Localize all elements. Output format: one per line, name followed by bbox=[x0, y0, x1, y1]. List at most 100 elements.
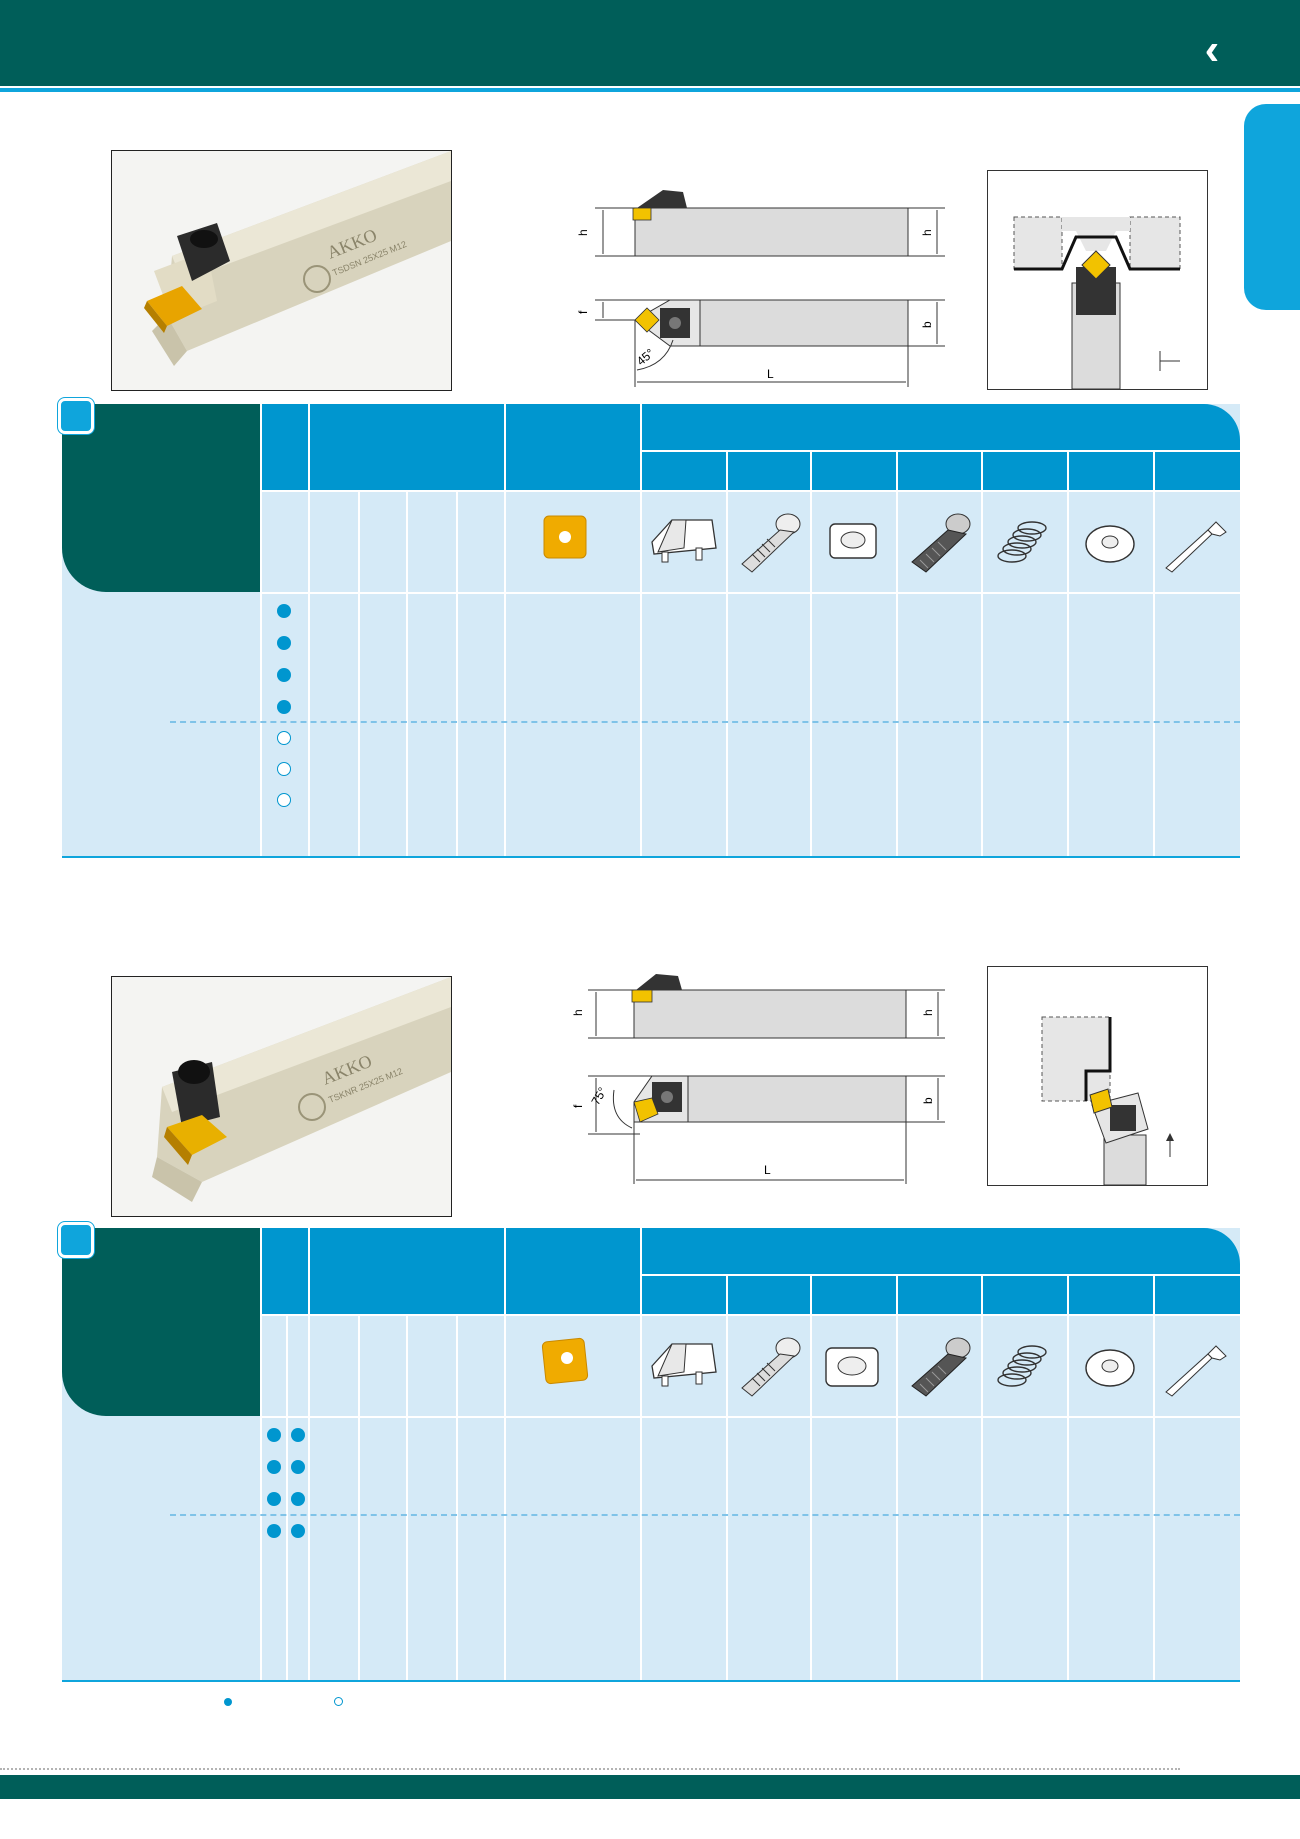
dim-f-1: f bbox=[576, 310, 590, 314]
table-2-divider bbox=[981, 1274, 983, 1680]
chevron-left-icon[interactable]: ‹ bbox=[1204, 25, 1220, 74]
table-1-divider bbox=[504, 404, 506, 856]
table-1-row-line bbox=[260, 490, 1240, 492]
availability-dot-filled bbox=[267, 1428, 281, 1442]
availability-dot-filled bbox=[277, 700, 291, 714]
availability-dot-filled bbox=[291, 1460, 305, 1474]
table-1-divider bbox=[726, 450, 728, 856]
table-1-divider bbox=[896, 450, 898, 856]
table-2-title-cell bbox=[62, 1228, 260, 1416]
table-1-divider bbox=[358, 490, 360, 856]
footer-bar bbox=[0, 1775, 1300, 1799]
technical-drawing-1: h h f b L 45° bbox=[575, 180, 950, 395]
availability-dot-open bbox=[277, 731, 291, 745]
availability-dot-filled bbox=[267, 1492, 281, 1506]
legend-dot-open bbox=[334, 1697, 343, 1706]
table-1-body-band bbox=[260, 490, 1240, 856]
availability-dot-open bbox=[277, 793, 291, 807]
table-2-header-band bbox=[260, 1228, 1240, 1314]
table-2-row-line bbox=[260, 1314, 1240, 1316]
availability-dot-filled bbox=[267, 1524, 281, 1538]
shim-screw-icon bbox=[904, 510, 976, 576]
parts-table-1-header-layer bbox=[62, 404, 1240, 856]
availability-dot-filled bbox=[277, 668, 291, 682]
table-2-divider bbox=[896, 1274, 898, 1680]
table-1-divider bbox=[260, 404, 262, 856]
shim-icon bbox=[822, 1342, 884, 1392]
shim-icon bbox=[826, 518, 882, 564]
spring-icon bbox=[992, 1336, 1058, 1398]
table-2-body-band bbox=[260, 1314, 1240, 1680]
hex-key-icon bbox=[1160, 514, 1230, 578]
shim-screw-icon bbox=[904, 1334, 976, 1400]
table-2-divider bbox=[260, 1228, 262, 1680]
table-2-divider bbox=[726, 1274, 728, 1680]
section-side-tab[interactable] bbox=[1244, 104, 1300, 310]
dim-h-left-2: h bbox=[571, 1009, 585, 1016]
technical-drawing-2: h h f b L 75° bbox=[560, 968, 950, 1190]
dim-b-1: b bbox=[920, 321, 934, 328]
angle-label-2: 75° bbox=[588, 1085, 609, 1108]
application-view-1 bbox=[987, 170, 1208, 390]
availability-dot-filled bbox=[277, 604, 291, 618]
top-header-bar bbox=[0, 0, 1300, 86]
table-1-divider bbox=[640, 404, 642, 856]
table-2-divider bbox=[406, 1314, 408, 1680]
tool-holder-illustration-2: AKKO TSKNR 25X25 M12 bbox=[152, 977, 451, 1202]
table-2-divider bbox=[1067, 1274, 1069, 1680]
table-1-divider bbox=[981, 450, 983, 856]
footer-dotted-rule bbox=[0, 1768, 1180, 1770]
table-2-divider bbox=[640, 1228, 642, 1680]
clamp-icon bbox=[646, 1336, 722, 1396]
availability-dot-filled bbox=[277, 636, 291, 650]
clamp-screw-icon bbox=[732, 510, 806, 576]
table-2-group-separator bbox=[170, 1514, 1240, 1516]
washer-icon bbox=[1082, 520, 1142, 568]
table-2-divider bbox=[286, 1314, 288, 1680]
availability-dot-filled bbox=[291, 1428, 305, 1442]
insert-icon bbox=[540, 1336, 590, 1386]
table-1-divider bbox=[1153, 450, 1155, 856]
legend-dot-filled bbox=[224, 1698, 232, 1706]
availability-dot-filled bbox=[291, 1492, 305, 1506]
tool-holder-photo-1: AKKO TSDSN 25X25 M12 bbox=[111, 150, 452, 391]
dim-b-2: b bbox=[921, 1097, 935, 1104]
table-1-divider bbox=[810, 450, 812, 856]
table-2-row-line bbox=[260, 1416, 1240, 1418]
table-1-divider bbox=[1067, 450, 1069, 856]
table-2-divider bbox=[1153, 1274, 1155, 1680]
table-2-divider bbox=[308, 1228, 310, 1680]
availability-dot-open bbox=[277, 762, 291, 776]
dim-h-left-1: h bbox=[576, 229, 590, 236]
header-accent-line bbox=[0, 88, 1300, 92]
dim-f-2: f bbox=[571, 1104, 585, 1108]
dim-L-1: L bbox=[767, 367, 774, 381]
table-1-divider bbox=[406, 490, 408, 856]
dim-h-right-1: h bbox=[920, 229, 934, 236]
table-2-row-line bbox=[640, 1274, 1240, 1276]
clamp-icon bbox=[646, 512, 722, 572]
tool-holder-illustration-1: AKKO TSDSN 25X25 M12 bbox=[144, 151, 451, 366]
table-1-corner-tab bbox=[58, 398, 94, 434]
spring-icon bbox=[992, 512, 1058, 574]
table-1-group-separator bbox=[170, 721, 1240, 723]
table-2-divider bbox=[504, 1228, 506, 1680]
table-2-corner-tab bbox=[58, 1222, 94, 1258]
dim-h-right-2: h bbox=[921, 1009, 935, 1016]
table-1-divider bbox=[308, 404, 310, 856]
table-1-header-band bbox=[260, 404, 1240, 490]
table-1-row-line bbox=[640, 450, 1240, 452]
parts-table-2-header-layer bbox=[62, 1228, 1240, 1680]
table-2-divider bbox=[456, 1314, 458, 1680]
table-2-divider bbox=[810, 1274, 812, 1680]
availability-dot-filled bbox=[267, 1460, 281, 1474]
dim-L-2: L bbox=[764, 1163, 771, 1177]
table-1-divider bbox=[456, 490, 458, 856]
hex-key-icon bbox=[1160, 1338, 1230, 1402]
table-2-divider bbox=[358, 1314, 360, 1680]
application-view-2 bbox=[987, 966, 1208, 1186]
availability-dot-filled bbox=[291, 1524, 305, 1538]
insert-icon bbox=[540, 512, 590, 562]
washer-icon bbox=[1082, 1344, 1142, 1392]
clamp-screw-icon bbox=[732, 1334, 806, 1400]
